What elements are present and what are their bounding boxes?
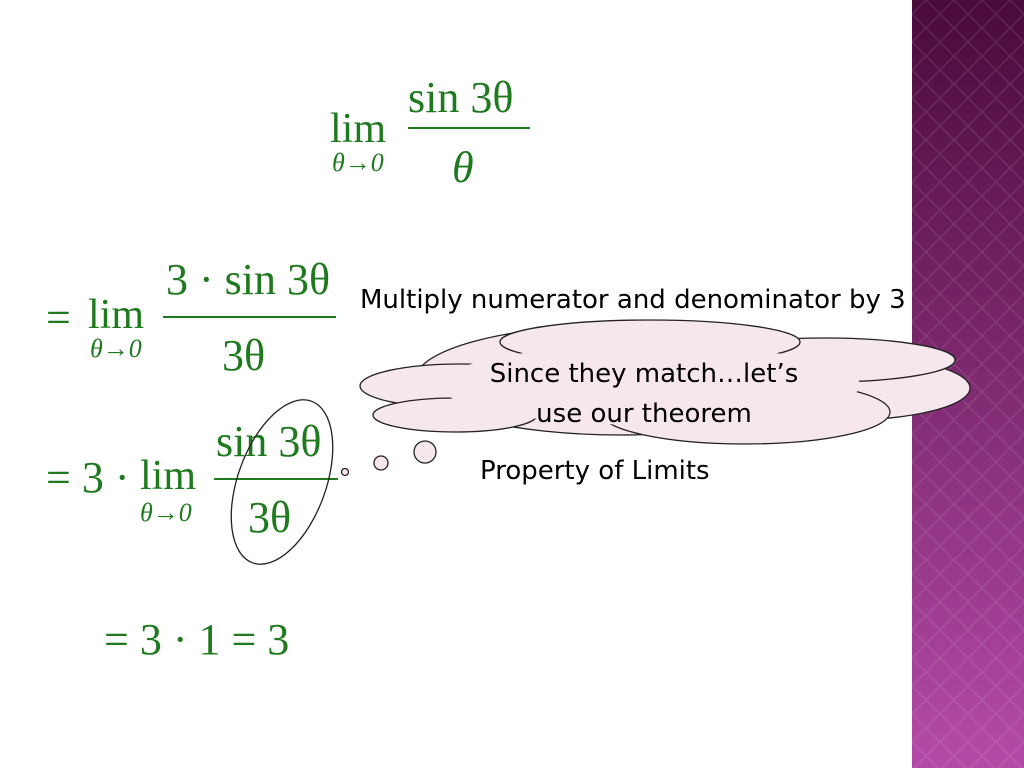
line1-fraction-bar bbox=[408, 127, 530, 129]
callout-line-2: use our theorem bbox=[536, 399, 752, 429]
thought-cloud bbox=[340, 319, 971, 477]
callout-text: Since they match…let’s use our theorem bbox=[444, 354, 844, 434]
cloud-shape-fill bbox=[440, 345, 860, 425]
line1-denominator: θ bbox=[452, 143, 474, 192]
thought-dot-large bbox=[413, 440, 437, 464]
thought-dot-small bbox=[340, 467, 350, 477]
line3-prefix: = 3 · bbox=[46, 453, 130, 502]
line1-lim: lim bbox=[330, 106, 387, 152]
line2-subscript: θ→0 bbox=[90, 334, 142, 363]
line2-numerator: 3 · sin 3θ bbox=[166, 255, 331, 304]
line3-fraction-bar bbox=[214, 478, 338, 480]
final-result: = 3 · 1 = 3 bbox=[104, 615, 290, 664]
line3-subscript: θ→0 bbox=[140, 498, 192, 527]
multiply-note: Multiply numerator and denominator by 3 bbox=[360, 285, 906, 315]
line3-denominator: 3θ bbox=[248, 493, 292, 542]
line1-subscript: θ→0 bbox=[332, 148, 384, 177]
line2-fraction-bar bbox=[163, 316, 336, 318]
highlight-ellipse bbox=[230, 399, 334, 565]
thought-dot-medium bbox=[373, 455, 389, 471]
callout-line-1: Since they match…let’s bbox=[489, 359, 799, 389]
line3-numerator: sin 3θ bbox=[216, 417, 322, 466]
line2-lim: lim bbox=[88, 292, 145, 338]
line1-numerator: sin 3θ bbox=[408, 73, 514, 122]
line3-lim: lim bbox=[140, 453, 197, 499]
property-note: Property of Limits bbox=[480, 456, 710, 486]
line2-equals: = bbox=[46, 293, 71, 342]
line2-denominator: 3θ bbox=[222, 331, 266, 380]
